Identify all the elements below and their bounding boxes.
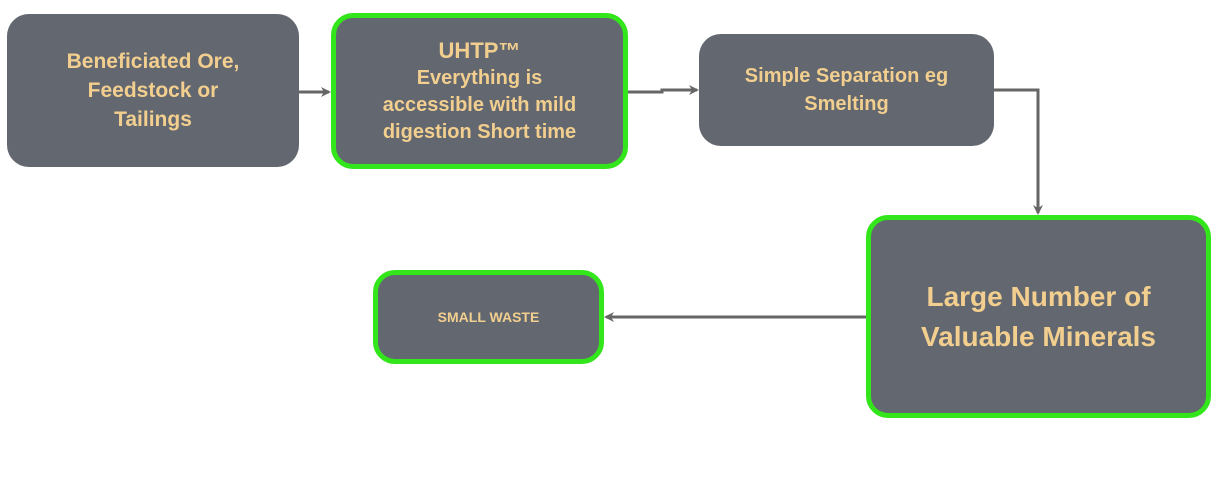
node-ore-line-3: Tailings — [114, 108, 192, 131]
node-ore-line-1: Beneficiated Ore, — [66, 50, 240, 73]
node-uhtp-line-1: Everything is — [416, 66, 543, 89]
node-beneficiated-ore: Beneficiated Ore, Feedstock or Tailings — [7, 14, 299, 167]
node-small-waste: SMALL WASTE — [373, 270, 604, 364]
arrow-separation-to-minerals — [994, 88, 1043, 215]
node-uhtp-title: UHTP™ — [438, 37, 521, 63]
node-minerals-line-1: Large Number of — [926, 280, 1151, 312]
arrow-uhtp-to-separation — [628, 85, 699, 95]
node-waste-label: SMALL WASTE — [437, 309, 540, 325]
node-valuable-minerals: Large Number of Valuable Minerals — [866, 215, 1211, 418]
node-separation-line-2: Smelting — [804, 93, 889, 115]
node-uhtp-line-3: digestion Short time — [382, 120, 577, 143]
node-simple-separation: Simple Separation eg Smelting — [699, 34, 994, 146]
node-uhtp-line-2: accessible with mild — [382, 93, 577, 116]
node-minerals-line-2: Valuable Minerals — [921, 320, 1156, 352]
node-uhtp: UHTP™ Everything is accessible with mild… — [331, 13, 628, 169]
node-separation-line-1: Simple Separation eg — [744, 65, 949, 87]
node-ore-line-2: Feedstock or — [87, 79, 219, 102]
